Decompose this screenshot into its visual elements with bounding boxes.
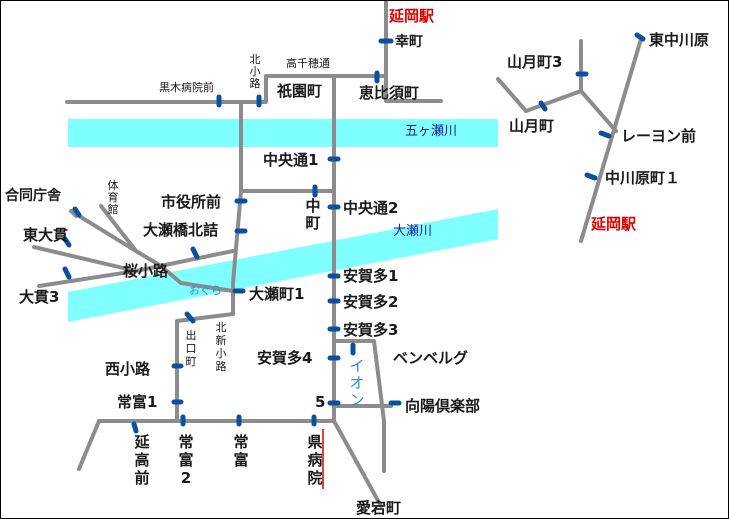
stop-taiikukan: 体育館	[108, 178, 119, 216]
stop-nishi-koji: 西小路	[105, 360, 151, 378]
river-label-ose: 大瀬川	[393, 224, 432, 239]
stop-shiyakusho-mae: 市役所前	[161, 193, 221, 211]
stop-ebisu-cho: 恵比須町	[359, 84, 419, 102]
stop-tsunetomi: 常富	[233, 433, 248, 469]
stop-gion-cho: 祇園町	[276, 82, 322, 100]
stop-ken-byoin: 県病院	[307, 433, 322, 487]
stop-higashi-onuki: 東大貫	[23, 226, 68, 244]
stop-agata2: 安賀多2	[343, 293, 398, 311]
station-nobeoka-north: 延岡駅	[388, 7, 435, 25]
stop-onuki3: 大貫3	[19, 288, 59, 306]
stop-rayon-mae: レーヨン前	[621, 127, 696, 145]
river-label-gokase: 五ヶ瀬川	[405, 124, 457, 139]
stop-godo-chosha: 合同庁舎	[5, 187, 62, 204]
stop-saiwaicho: 幸町	[395, 33, 423, 50]
stop-koyo-club: 向陽倶楽部	[405, 397, 480, 415]
stop-yamazuki: 山月町	[509, 117, 554, 135]
stop-higashi-nakagawara: 東中川原	[649, 31, 709, 49]
stop-sakura-koji: 桜小路	[123, 262, 169, 280]
stop-agata5: 5	[315, 393, 325, 411]
stop-tsunetomi1: 常富1	[117, 393, 157, 411]
stop-aeon: イオン	[349, 357, 364, 409]
stop-ose-bashi-kitazume: 大瀬橋北詰	[143, 221, 218, 239]
stop-ose-machi1: 大瀬町1	[249, 285, 304, 303]
stop-demachi: 出口町	[186, 328, 197, 368]
river-ose	[68, 209, 498, 322]
stop-kita-koji: 北小路	[250, 53, 261, 90]
river-gokase	[68, 119, 498, 147]
stop-agata3: 安賀多3	[343, 321, 398, 339]
stop-benbelg: ベンベルグ	[393, 349, 468, 367]
stop-kita-shin-koji: 北新小路	[216, 321, 227, 373]
stop-naka-machi: 中町	[305, 197, 320, 232]
stop-agata1: 安賀多1	[343, 267, 398, 285]
stop-yamazuki3: 山月町3	[507, 53, 562, 71]
stop-ogura: おぐら	[189, 284, 222, 297]
station-nobeoka-east: 延岡駅	[590, 215, 637, 233]
stop-chuo-dori2: 中央通2	[343, 199, 398, 217]
stop-chuo-dori1: 中央通1	[263, 151, 318, 169]
stop-markers	[62, 32, 646, 434]
stop-agata4: 安賀多4	[257, 349, 312, 367]
stop-nobeoka-koko-mae: 延高前	[133, 433, 150, 487]
road-network	[32, 1, 643, 508]
stop-takachiho-dori: 高千穂通	[286, 56, 330, 70]
stop-nakagawara1: 中川原町１	[605, 169, 680, 187]
stop-kuroki-byoin-mae: 黒木病院前	[159, 80, 214, 94]
stop-atago-cho: 愛宕町	[356, 499, 401, 517]
